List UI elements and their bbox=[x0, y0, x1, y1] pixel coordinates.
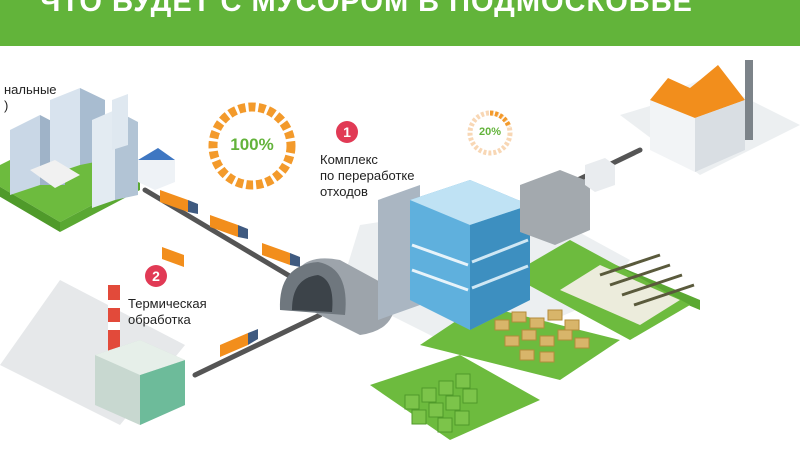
ring-100-value: 100% bbox=[230, 135, 274, 154]
city-buildings bbox=[10, 88, 175, 208]
step-badge-2: 2 bbox=[145, 265, 167, 287]
thermal-label: Термическая обработка bbox=[128, 296, 207, 328]
garbage-trucks bbox=[160, 190, 300, 357]
step-badge-1: 1 bbox=[336, 121, 358, 143]
green-blocks bbox=[404, 373, 478, 433]
complex-label: Комплекс по переработке отходов bbox=[320, 152, 414, 200]
ring-20-value: 20% bbox=[478, 126, 502, 138]
complex-label-line2: по переработке bbox=[320, 168, 415, 183]
page-title: ЧТО БУДЕТ С МУСОРОМ В ПОДМОСКОВЬЕ bbox=[40, 0, 693, 18]
municipal-label: нальные ) bbox=[4, 82, 57, 114]
hangar bbox=[279, 258, 396, 335]
drying-field bbox=[599, 253, 695, 307]
compost-bales bbox=[494, 309, 590, 363]
thermal-label-line2: обработка bbox=[128, 312, 191, 327]
factory-building bbox=[650, 60, 753, 172]
thermal-label-line1: Термическая bbox=[128, 296, 207, 311]
progress-ring-20-fill bbox=[489, 110, 512, 128]
municipal-label-line2: ) bbox=[4, 98, 9, 113]
complex-label-line1: Комплекс bbox=[320, 152, 378, 167]
progress-ring-20-track bbox=[467, 110, 513, 156]
thermal-plant bbox=[95, 285, 185, 425]
municipal-label-line1: нальные bbox=[4, 82, 57, 97]
header-banner: ЧТО БУДЕТ С МУСОРОМ В ПОДМОСКОВЬЕ bbox=[0, 0, 800, 46]
progress-ring-100 bbox=[208, 102, 296, 190]
complex-label-line3: отходов bbox=[320, 184, 368, 199]
processing-complex bbox=[378, 158, 615, 330]
